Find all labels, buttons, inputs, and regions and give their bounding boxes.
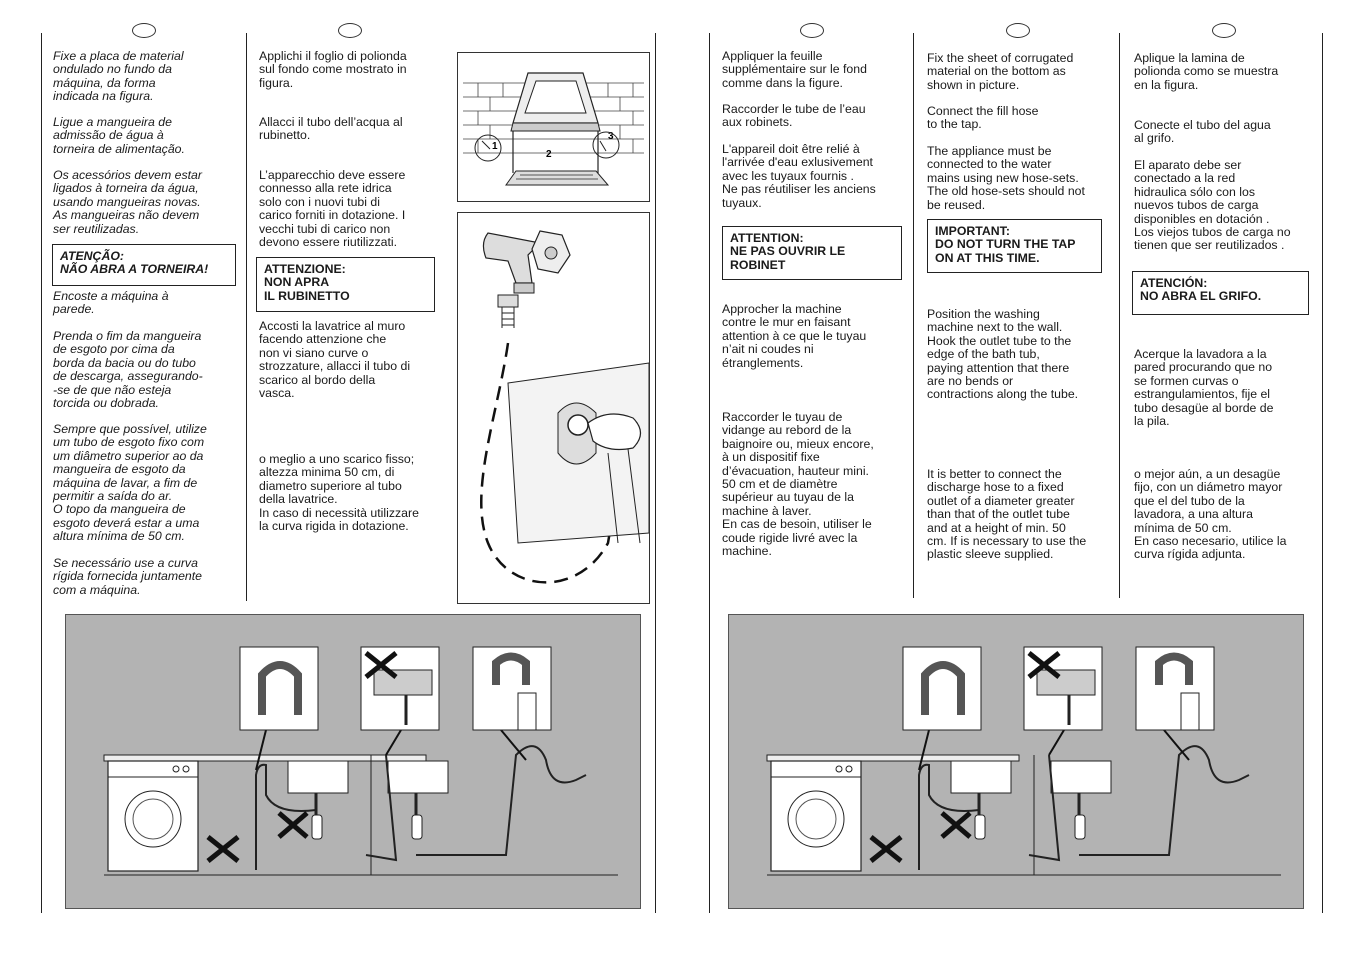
pt-paragraph: Sempre que possível, utilize um tubo de … xyxy=(53,422,207,544)
fr-paragraph: Raccorder le tube de l’eau aux robinets. xyxy=(722,102,866,130)
en-paragraph: It is better to connect the discharge ho… xyxy=(927,467,1087,562)
language-flag-es xyxy=(1212,23,1236,38)
en-paragraph: Position the washing machine next to the… xyxy=(927,307,1079,402)
pt-paragraph: Prenda o fim da mangueira de esgoto por … xyxy=(53,329,203,411)
es-paragraph: o mejor aún, a un desagüe fijo, con un d… xyxy=(1134,467,1287,562)
pt-paragraph: Fixe a placa de material ondulado no fun… xyxy=(53,49,184,104)
figure-corrugated-sheet: 1 2 3 xyxy=(457,52,650,202)
fr-paragraph: Raccorder le tuyau de vidange au rebord … xyxy=(722,410,874,559)
pt-warning-box: ATENÇÃO: NÃO ABRA A TORNEIRA! xyxy=(52,244,236,286)
figure-label-3: 3 xyxy=(608,131,614,142)
fr-warning-box: ATTENTION: NE PAS OUVRIR LE ROBINET xyxy=(722,226,902,280)
en-paragraph: Fix the sheet of corrugated material on … xyxy=(927,51,1074,92)
es-warning-box: ATENCIÓN: NO ABRA EL GRIFO. xyxy=(1132,271,1309,315)
column-rule xyxy=(1119,33,1121,598)
language-flag-en xyxy=(1006,23,1030,38)
column-rule xyxy=(655,33,657,913)
language-flag-it xyxy=(338,23,362,38)
pt-paragraph: Encoste a máquina à parede. xyxy=(53,289,169,317)
it-paragraph: Accosti la lavatrice al muro facendo att… xyxy=(259,319,411,401)
column-rule xyxy=(246,33,248,601)
language-flag-pt xyxy=(132,23,156,38)
pt-paragraph: Ligue a mangueira de admissão de água à … xyxy=(53,115,185,156)
figure-label-2: 2 xyxy=(546,149,552,160)
it-paragraph: L’apparecchio deve essere connesso alla … xyxy=(259,168,406,250)
fr-paragraph: Approcher la machine contre le mur en fa… xyxy=(722,302,867,370)
column-rule xyxy=(709,33,711,913)
it-paragraph: Allacci il tubo dell’acqua al rubinetto. xyxy=(259,115,403,143)
it-warning-box: ATTENZIONE: NON APRA IL RUBINETTO xyxy=(256,257,435,312)
fr-paragraph: Appliquer la feuille supplémentaire sur … xyxy=(722,49,867,90)
drain-installation-panel-left xyxy=(65,614,641,909)
en-warning-box: IMPORTANT: DO NOT TURN THE TAP ON AT THI… xyxy=(927,219,1102,273)
es-paragraph: El aparato debe ser conectado a la red h… xyxy=(1134,158,1291,253)
en-paragraph: The appliance must be connected to the w… xyxy=(927,144,1085,212)
it-paragraph: o meglio a uno scarico fisso; altezza mi… xyxy=(259,452,419,534)
drain-installation-panel-right xyxy=(728,614,1304,909)
fr-paragraph: L'appareil doit être relié à l'arrivée d… xyxy=(722,142,876,210)
column-rule xyxy=(1322,33,1324,913)
cross-mark-icon xyxy=(869,651,1061,863)
it-paragraph: Applichi il foglio di polionda sul fondo… xyxy=(259,49,407,90)
language-flag-fr xyxy=(800,23,824,38)
cross-mark-icon xyxy=(206,651,398,863)
es-paragraph: Acerque la lavadora a la pared procurand… xyxy=(1134,347,1274,429)
pt-paragraph: Os acessórios devem estar ligados à torn… xyxy=(53,168,202,236)
en-paragraph: Connect the fill hose to the tap. xyxy=(927,104,1039,132)
es-paragraph: Aplique la lamina de polionda como se mu… xyxy=(1134,51,1279,92)
figure-tap-connection xyxy=(457,212,650,604)
pt-paragraph: Se necessário use a curva rígida forneci… xyxy=(53,556,203,597)
figure-label-1: 1 xyxy=(492,141,498,152)
column-rule xyxy=(41,33,43,913)
column-rule xyxy=(913,33,915,598)
es-paragraph: Conecte el tubo del agua al grifo. xyxy=(1134,118,1271,146)
